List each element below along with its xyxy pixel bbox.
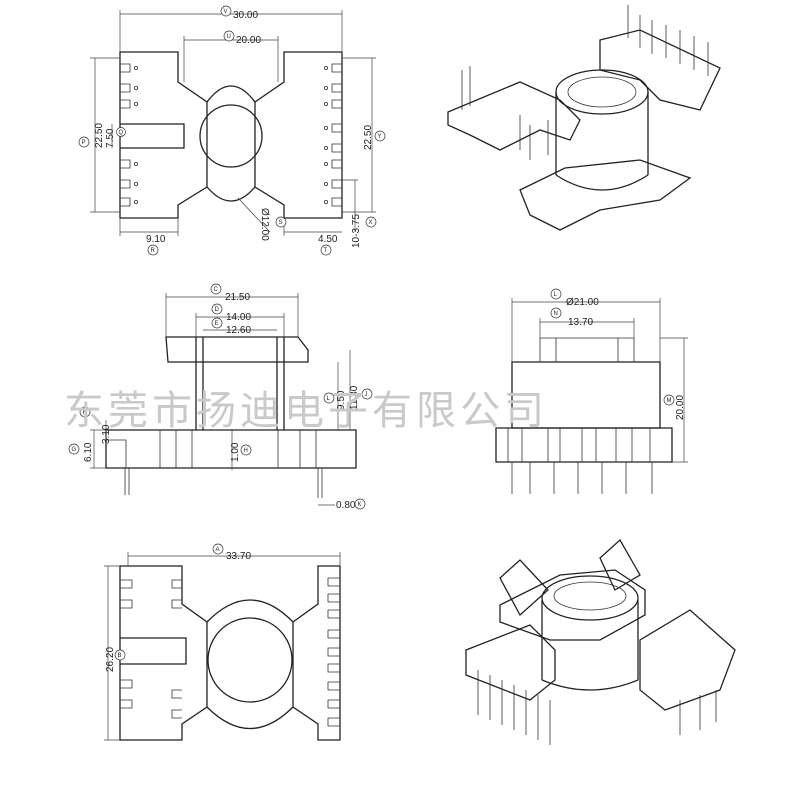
- dim-950: 9.50: [336, 390, 347, 410]
- tag-circle: [323, 392, 335, 404]
- dim-610: 6.10: [83, 442, 94, 462]
- tag-circle: [114, 649, 126, 661]
- side-view: Ø21.00 L 13.70 N 20.00 M: [495, 288, 688, 494]
- dim-width-inner: 20.00: [236, 35, 261, 46]
- tag-slot: Q: [119, 130, 124, 136]
- tag-610: G: [72, 447, 77, 453]
- tag-hole: S: [279, 220, 283, 226]
- front-view: 21.50 C 14.00 D 12.60 E 9.50 L 11.30 J 3…: [68, 283, 373, 511]
- tag-circle: [361, 388, 373, 400]
- dim-14: 14.00: [226, 312, 251, 323]
- tag-width: A: [216, 547, 220, 553]
- tag-circle: [550, 307, 562, 319]
- dim-1130: 11.30: [349, 385, 360, 410]
- tag-height: M: [667, 398, 672, 404]
- tag-circle: [211, 317, 223, 329]
- tag-circle: [220, 5, 232, 17]
- tag-14: D: [215, 307, 220, 313]
- tag-left-bottom: R: [151, 248, 156, 254]
- tag-inner: N: [554, 311, 558, 317]
- dim-height-right: 22.50: [363, 125, 374, 150]
- isometric-view-top: [447, 5, 721, 231]
- top-view: 30.00 V 20.00 U 22.50 P 7.50 Q 22.50 Y Ø…: [78, 5, 386, 256]
- tag-circle: [320, 244, 332, 256]
- tag-width-inner: U: [227, 34, 231, 40]
- tag-flange: C: [214, 287, 219, 293]
- dim-height: 26.20: [105, 647, 116, 672]
- tag-outer: L: [554, 292, 558, 298]
- tag-080: K: [358, 502, 362, 508]
- dim-slot: 7.50: [105, 128, 116, 148]
- dim-pin-gap: 10-3.75: [351, 214, 362, 248]
- tag-circle: [79, 406, 91, 418]
- dim-100: 1.00: [230, 442, 241, 462]
- tag-pin-gap: X: [369, 220, 373, 226]
- dim-width: 33.70: [226, 551, 251, 562]
- tag-circle: [116, 127, 126, 137]
- tag-950: L: [327, 396, 331, 402]
- isometric-view-bottom: [465, 538, 736, 745]
- tag-circle: [354, 498, 366, 510]
- dim-outer: Ø21.00: [566, 297, 599, 308]
- dim-right-bottom: 4.50: [318, 234, 338, 245]
- tag-height-right: Y: [378, 134, 382, 140]
- tag-1260: E: [215, 321, 219, 327]
- tag-width-total: V: [224, 9, 228, 15]
- tag-circle: [275, 216, 287, 228]
- tag-310: F: [83, 410, 87, 416]
- tag-circle: [147, 244, 159, 256]
- dim-flange: 21.50: [225, 292, 250, 303]
- tag-circle: [240, 444, 252, 456]
- tag-circle: [223, 30, 235, 42]
- tag-circle: [78, 136, 90, 148]
- dim-310: 3.10: [101, 424, 112, 444]
- tag-right-bottom: T: [324, 248, 328, 254]
- dim-height-left: 22.50: [94, 123, 105, 148]
- watermark-text: 东莞市扬迪电子有限公司: [64, 388, 548, 434]
- dim-hole: Ø12.00: [259, 208, 270, 241]
- tag-100: H: [244, 448, 248, 454]
- tag-circle: [210, 283, 222, 295]
- dim-width-total: 30.00: [233, 10, 258, 21]
- dim-1260: 12.60: [226, 325, 251, 336]
- dim-height: 20.00: [675, 395, 686, 420]
- dim-inner: 13.70: [568, 317, 593, 328]
- tag-circle: [68, 443, 80, 455]
- dim-left-bottom: 9.10: [146, 234, 166, 245]
- tag-circle: [212, 543, 224, 555]
- tag-circle: [550, 288, 562, 300]
- tag-circle: [365, 216, 377, 228]
- bottom-view: 33.70 A 26.20 B: [104, 543, 341, 741]
- tag-1130: J: [365, 392, 368, 398]
- tag-height: B: [118, 653, 122, 659]
- tag-circle: [663, 394, 675, 406]
- dim-080: 0.80: [336, 500, 356, 511]
- tag-circle: [374, 130, 386, 142]
- tag-circle: [211, 303, 223, 315]
- tag-height-left: P: [82, 140, 86, 146]
